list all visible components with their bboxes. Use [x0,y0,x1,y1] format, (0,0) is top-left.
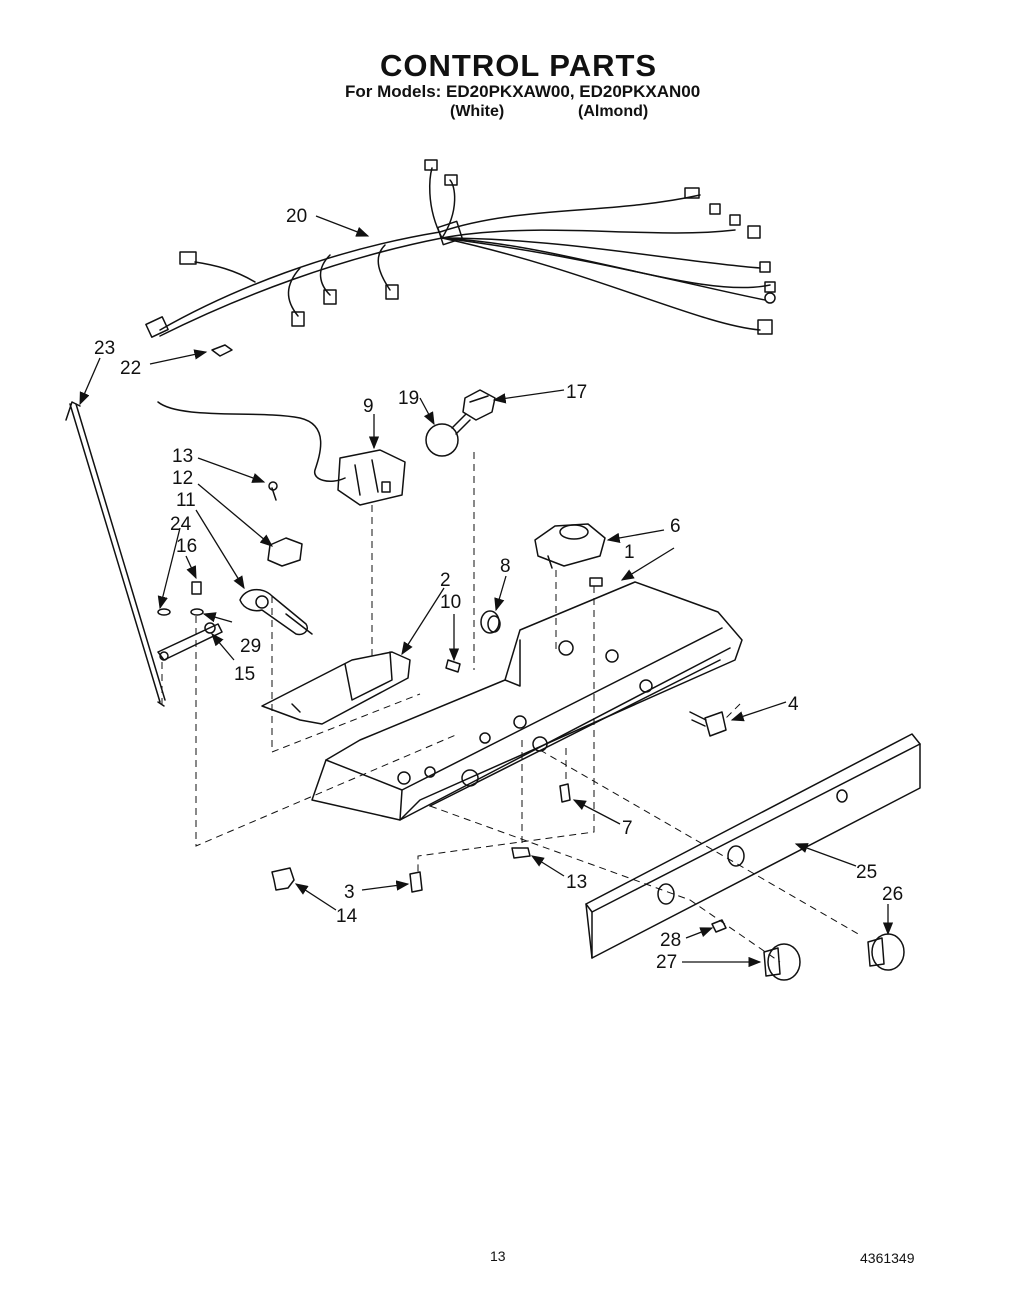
callout-14: 14 [336,906,358,927]
callout-24: 24 [170,514,192,535]
callout-23: 23 [94,338,115,359]
callout-13-upper: 13 [172,446,193,467]
light-bulb-part-19 [425,413,471,457]
callout-4: 4 [788,694,799,715]
document-number: 4361349 [860,1250,915,1266]
callout-15: 15 [234,664,255,685]
assembly-lines [161,452,861,963]
callout-8: 8 [500,556,511,577]
callout-3: 3 [344,882,355,903]
page-title: CONTROL PARTS [380,48,658,83]
callout-labels: 1 2 3 4 6 7 8 9 10 11 12 13 13 14 15 16 … [94,206,903,973]
screw-part-10 [445,659,461,673]
bracket-part-2 [261,651,411,725]
clip-part-28 [711,919,727,933]
color-white-label: (White) [450,103,505,120]
callout-26: 26 [882,884,903,905]
front-panel-part-25 [585,733,921,959]
callout-19: 19 [398,388,419,409]
callout-29: 29 [240,636,261,657]
wire-harness [145,159,776,338]
grommet-part-8 [480,610,501,634]
callout-2: 2 [440,570,451,591]
switch-part-6 [534,523,606,569]
rod-part-23 [65,401,166,707]
callout-9: 9 [363,396,374,417]
leader-arrows [79,215,894,968]
callout-6: 6 [670,516,681,537]
callout-7: 7 [622,818,633,839]
callout-17: 17 [566,382,587,403]
screw-part-3 [409,871,423,893]
color-almond-label: (Almond) [578,103,649,120]
callout-25: 25 [856,862,877,883]
clip-part-14 [271,867,295,891]
switch-part-4 [689,711,727,737]
knob-part-26 [867,933,905,971]
callout-22: 22 [120,358,141,379]
page-number: 13 [490,1248,506,1264]
light-socket-part-17 [462,389,496,421]
callout-12: 12 [172,468,193,489]
callout-20: 20 [286,206,307,227]
callout-10: 10 [440,592,461,613]
control-knob-assembly [239,481,313,636]
knob-part-27 [763,943,801,981]
thermostat-part-9 [157,401,406,506]
callout-16: 16 [176,536,197,557]
screw-part-7 [559,783,571,803]
callout-11: 11 [176,490,196,511]
linkage-assembly [157,581,223,661]
callout-27: 27 [656,952,677,973]
callout-13-lower: 13 [566,872,587,893]
callout-1: 1 [624,542,635,563]
control-housing-part-1 [311,577,743,821]
screw-part-13-lower [511,847,531,859]
callout-28: 28 [660,930,681,951]
clip-part-22 [211,344,233,357]
models-line: For Models: ED20PKXAW00, ED20PKXAN00 [345,82,701,101]
